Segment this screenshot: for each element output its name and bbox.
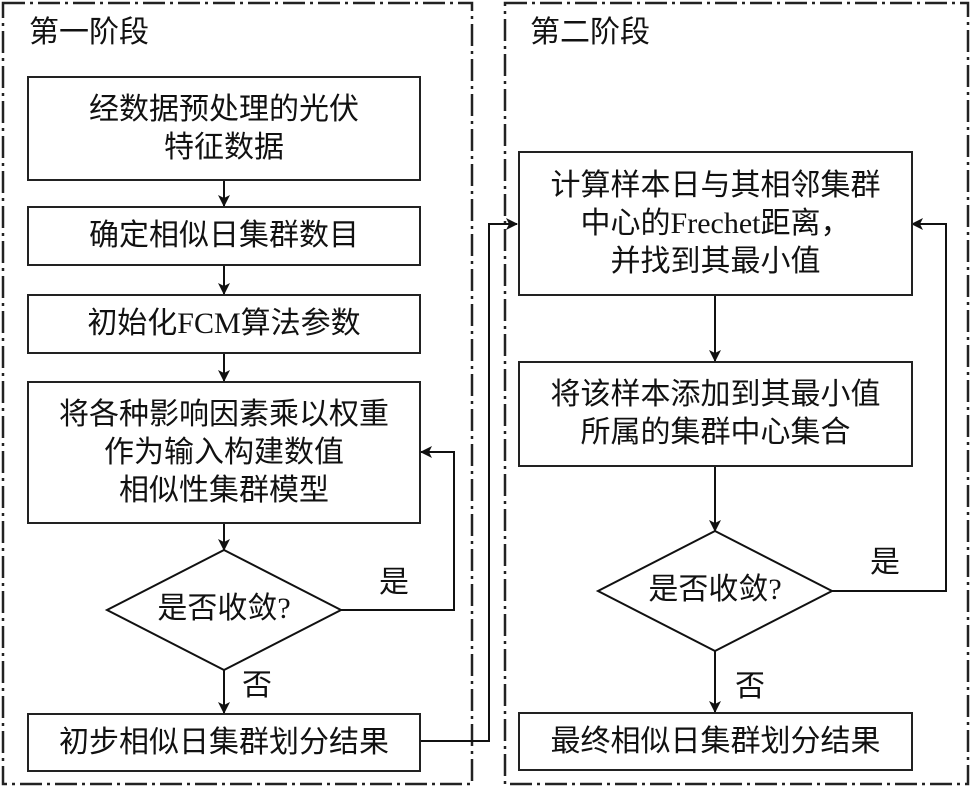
arrow-stage1-to-stage2 (420, 218, 518, 742)
stage1-step-cluster-count: 确定相似日集群数目 (27, 206, 421, 266)
stage1-yes-label: 是 (379, 566, 409, 599)
stage1-step-build-model: 将各种影响因素乘以权重 作为输入构建数值 相似性集群模型 (27, 381, 421, 524)
stage2-result: 最终相似日集群划分结果 (518, 712, 913, 771)
stage2-step-frechet-distance: 计算样本日与其相邻集群 中心的Frechet距离， 并找到其最小值 (518, 151, 913, 296)
stage2-panel (503, 1, 970, 786)
stage2-decision-label: 是否收敛? (648, 573, 782, 606)
stage1-panel (1, 1, 474, 786)
stage1-step-input-data: 经数据预处理的光伏 特征数据 (27, 76, 421, 181)
arrow-s2-yes-loop (832, 218, 947, 592)
stage1-decision-label: 是否收敛? (157, 592, 291, 625)
stage1-result: 初步相似日集群划分结果 (27, 713, 421, 772)
stage1-step-init-fcm: 初始化FCM算法参数 (27, 294, 421, 354)
stage2-yes-label: 是 (870, 546, 900, 579)
arrow-s1-yes-loop (341, 446, 455, 611)
stage2-step-assign-sample: 将该样本添加到其最小值 所属的集群中心集合 (518, 361, 913, 467)
stage1-no-label: 否 (242, 669, 272, 702)
stage1-title: 第一阶段 (29, 16, 149, 49)
stage2-title: 第二阶段 (530, 16, 650, 49)
stage2-no-label: 否 (735, 670, 765, 703)
